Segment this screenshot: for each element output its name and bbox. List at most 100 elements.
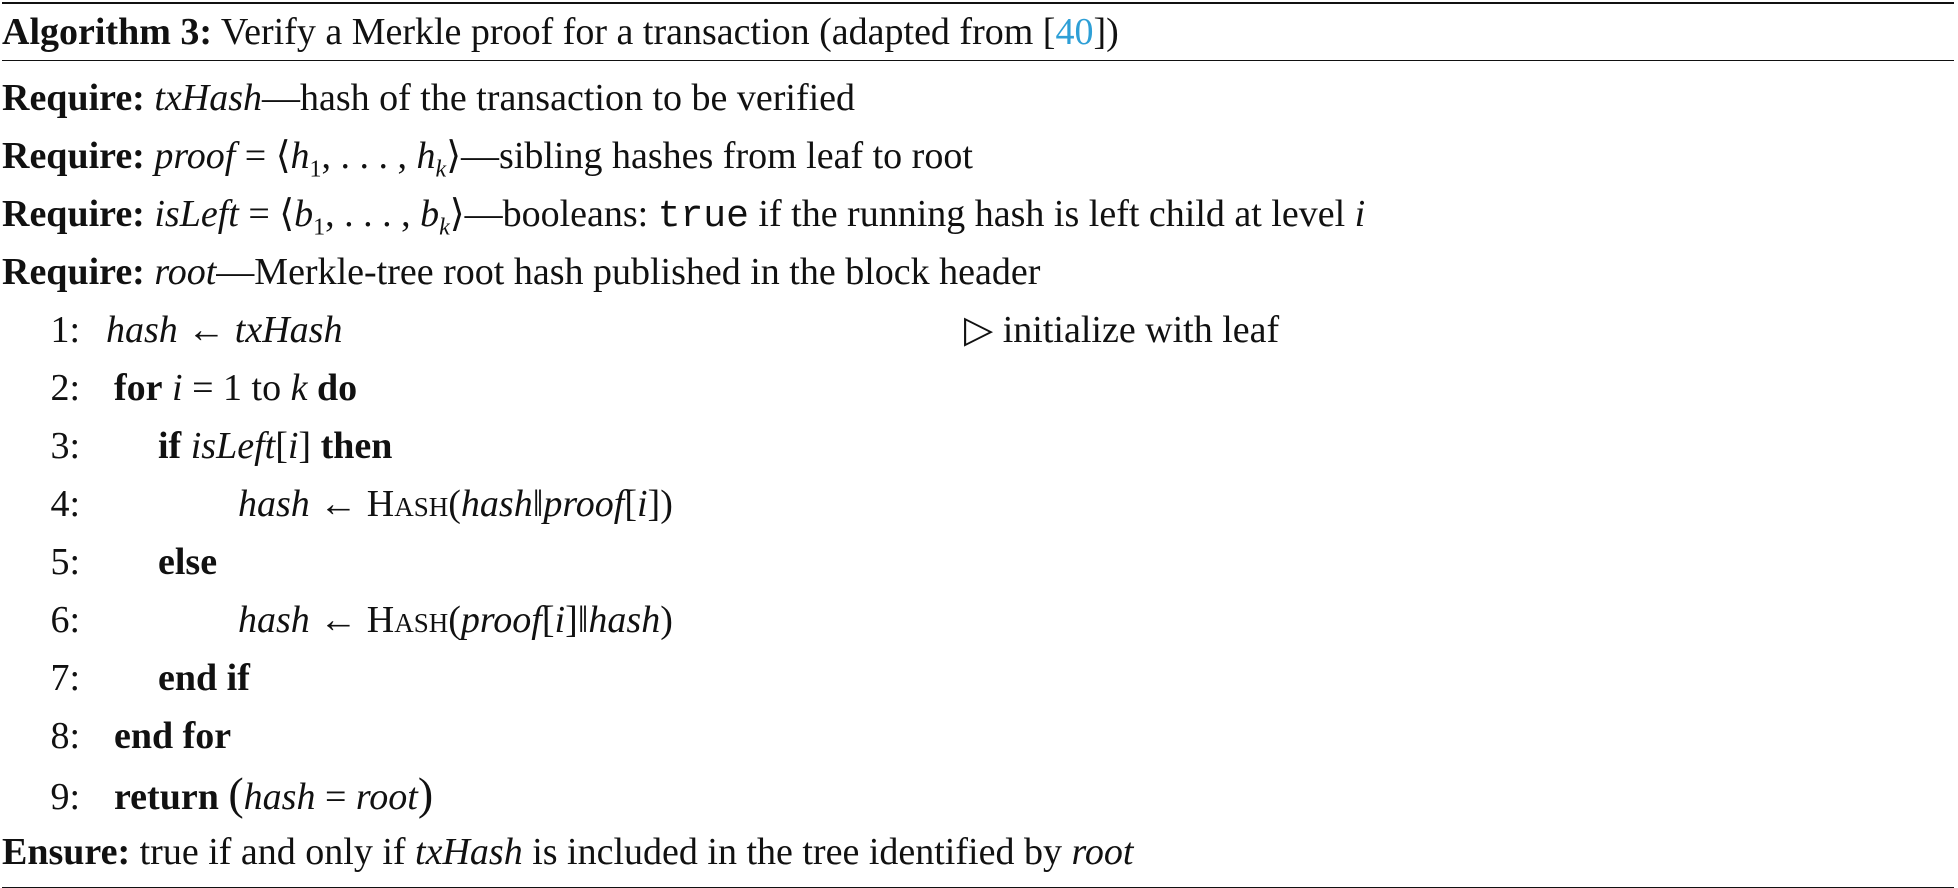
top-rule	[2, 2, 1954, 4]
require-keyword: Require:	[2, 193, 145, 235]
arg-b: proof	[543, 483, 625, 525]
comment-text: initialize with leaf	[993, 309, 1280, 351]
index-open: [	[275, 425, 288, 467]
keyword-else: else	[158, 541, 218, 583]
line-number: 7:	[50, 657, 80, 699]
index-var: i	[636, 483, 648, 525]
index-open: [	[624, 483, 637, 525]
require-isleft: Require: isLeft = ⟨b1, . . . , bk⟩—boole…	[2, 185, 1954, 243]
require-keyword: Require:	[2, 77, 145, 119]
paren-open: (	[448, 599, 461, 641]
assign-arrow: ←	[309, 599, 367, 641]
algo-line-2: 2:for i = 1 to k do	[2, 359, 1954, 417]
keyword-end-if: end if	[158, 657, 250, 699]
ensure-var: txHash	[415, 831, 523, 873]
line-number: 1:	[50, 309, 80, 351]
require-text: —hash of the transaction to be verified	[262, 77, 856, 119]
algorithm-label: Algorithm 3:	[2, 11, 213, 53]
paren-open: (	[448, 483, 461, 525]
assign-arrow: ←	[177, 309, 235, 351]
require-dots: , . . . ,	[325, 193, 421, 235]
require-eq: = ⟨	[235, 135, 291, 177]
require-close: ⟩	[449, 193, 465, 235]
line-number: 2:	[50, 367, 80, 409]
line-number: 4:	[50, 483, 80, 525]
eq-op: =	[315, 776, 356, 818]
level-var: i	[1354, 193, 1366, 235]
citation-open: [	[1042, 11, 1056, 53]
require-sub-first: 1	[313, 214, 326, 241]
line-number: 8:	[50, 715, 80, 757]
arg-b: root	[355, 776, 418, 818]
require-elem: h	[416, 135, 436, 177]
require-eq: = ⟨	[238, 193, 295, 235]
algo-line-6: 6:hash ← Hash(proof[i]‖hash)	[2, 591, 1954, 649]
require-text: —Merkle-tree root hash published in the …	[216, 251, 1041, 293]
algo-line-1: 1:hash ← txHash ▷ initialize with leaf	[2, 301, 1954, 359]
require-var: isLeft	[154, 193, 239, 235]
lhs-var: hash	[238, 599, 310, 641]
index-close: ]	[647, 483, 661, 525]
line-number: 5:	[50, 541, 80, 583]
require-elem: b	[294, 193, 314, 235]
require-elem: h	[290, 135, 310, 177]
algorithm-caption: Algorithm 3: Verify a Merkle proof for a…	[2, 4, 1954, 60]
require-sub-first: 1	[309, 156, 322, 183]
keyword-if: if	[158, 425, 182, 467]
require-close: ⟩	[446, 135, 462, 177]
algo-line-8: 8:end for	[2, 707, 1954, 765]
index-var: i	[554, 599, 566, 641]
keyword-then: then	[320, 425, 393, 467]
line-comment: ▷ initialize with leaf	[964, 301, 1279, 359]
condition-var: isLeft	[190, 425, 276, 467]
require-sub-last: k	[435, 156, 447, 183]
arg-a: proof	[460, 599, 542, 641]
algo-line-7: 7: end if	[2, 649, 1954, 707]
line-number: 9:	[50, 776, 80, 818]
index-close: ]	[565, 599, 578, 641]
loop-range: = 1 to	[182, 367, 291, 409]
ensure-var2: root	[1071, 831, 1134, 873]
citation-close: ])	[1093, 11, 1119, 53]
line-number: 6:	[50, 599, 80, 641]
algo-line-4: 4:hash ← Hash(hash‖proof[i])	[2, 475, 1954, 533]
lhs-var: hash	[238, 483, 310, 525]
require-keyword: Require:	[2, 135, 145, 177]
ensure-line: Ensure: true if and only if txHash is in…	[2, 823, 1954, 881]
algo-line-3: 3:if isLeft[i] then	[2, 417, 1954, 475]
paren-open: (	[228, 768, 244, 819]
hash-function: Hash	[366, 483, 449, 525]
ensure-text-a: true if and only if	[130, 831, 416, 873]
assign-arrow: ←	[309, 483, 367, 525]
arg-a: hash	[460, 483, 533, 525]
keyword-do: do	[316, 367, 358, 409]
lhs-var: hash	[106, 309, 178, 351]
require-var: proof	[154, 135, 236, 177]
paren-close: )	[417, 768, 434, 819]
require-text-a: —booleans:	[464, 193, 658, 235]
arg-a: hash	[243, 776, 316, 818]
require-text: —sibling hashes from leaf to root	[461, 135, 973, 177]
paren-close: )	[660, 483, 673, 525]
require-elem: b	[420, 193, 440, 235]
concat-op: ‖	[577, 599, 589, 641]
concat-op: ‖	[532, 483, 544, 525]
citation-link[interactable]: 40	[1055, 11, 1094, 53]
require-sub-last: k	[439, 214, 450, 241]
require-keyword: Require:	[2, 251, 145, 293]
ensure-keyword: Ensure:	[2, 831, 131, 873]
require-txhash: Require: txHash—hash of the transaction …	[2, 69, 1954, 127]
ensure-text-b: is included in the tree identified by	[522, 831, 1072, 873]
index-close: ]	[298, 425, 312, 467]
keyword-return: return	[114, 776, 219, 818]
index-var: i	[287, 425, 299, 467]
algo-line-9: 9: return (hash = root)	[2, 765, 1954, 823]
loop-bound: k	[290, 367, 308, 409]
require-var: root	[154, 251, 217, 293]
keyword-for: for	[114, 367, 163, 409]
require-root: Require: root—Merkle-tree root hash publ…	[2, 243, 1954, 301]
require-dots: , . . . ,	[321, 135, 417, 177]
hash-function: Hash	[366, 599, 449, 641]
require-var: txHash	[154, 77, 262, 119]
